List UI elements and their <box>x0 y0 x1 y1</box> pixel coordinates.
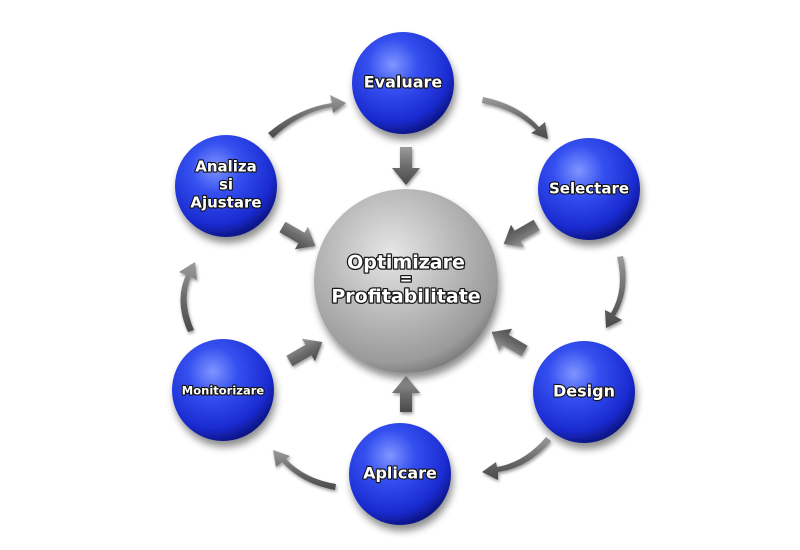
node-label-analiza-line-3: Ajustare <box>190 194 261 212</box>
center-label-line-3: Profitabilitate <box>331 286 480 308</box>
arrow-monitorizare-to-analiza <box>179 262 197 332</box>
node-circle <box>352 32 454 134</box>
arrow-aplicare-to-center <box>392 376 420 412</box>
arrow-aplicare-to-monitorizare <box>273 450 336 490</box>
arrow-evaluare-to-selectare <box>482 97 548 139</box>
center-label-line-2: = <box>400 270 413 288</box>
node-monitorizare: Monitorizare <box>172 339 274 441</box>
arrow-analiza-to-evaluare <box>268 95 346 138</box>
arrow-analiza-to-center <box>279 221 316 250</box>
arrow-selectare-to-design <box>605 256 626 328</box>
center-arrows <box>279 147 540 412</box>
node-design: Design <box>533 341 635 443</box>
node-aplicare: Aplicare <box>349 423 451 525</box>
arrow-selectare-to-center <box>503 219 540 248</box>
node-label-design: Design <box>553 382 615 401</box>
arrow-evaluare-to-center <box>392 147 420 185</box>
arrow-design-to-aplicare <box>482 437 551 480</box>
node-selectare: Selectare <box>538 138 640 240</box>
node-circle <box>533 341 635 443</box>
node-label-analiza-line-2: si <box>219 176 233 194</box>
node-label-analiza-line-1: Analiza <box>195 158 257 176</box>
center-node-optimizare: Optimizare = Profitabilitate <box>314 189 498 373</box>
node-circle <box>538 138 640 240</box>
cycle-arrows <box>179 95 626 490</box>
node-circle <box>175 135 277 237</box>
node-circle <box>172 339 274 441</box>
node-circle <box>349 423 451 525</box>
node-analiza-si-ajustare: Analiza si Ajustare <box>175 135 277 237</box>
arrow-monitorizare-to-center <box>286 338 323 367</box>
node-evaluare: Evaluare <box>352 32 454 134</box>
node-label-aplicare: Aplicare <box>363 464 437 483</box>
arrow-design-to-center <box>491 328 528 357</box>
center-label-line-1: Optimizare <box>347 252 465 274</box>
node-label-monitorizare: Monitorizare <box>182 384 265 398</box>
node-label-evaluare: Evaluare <box>364 73 443 92</box>
center-circle <box>314 189 498 373</box>
node-label-selectare: Selectare <box>549 180 629 198</box>
